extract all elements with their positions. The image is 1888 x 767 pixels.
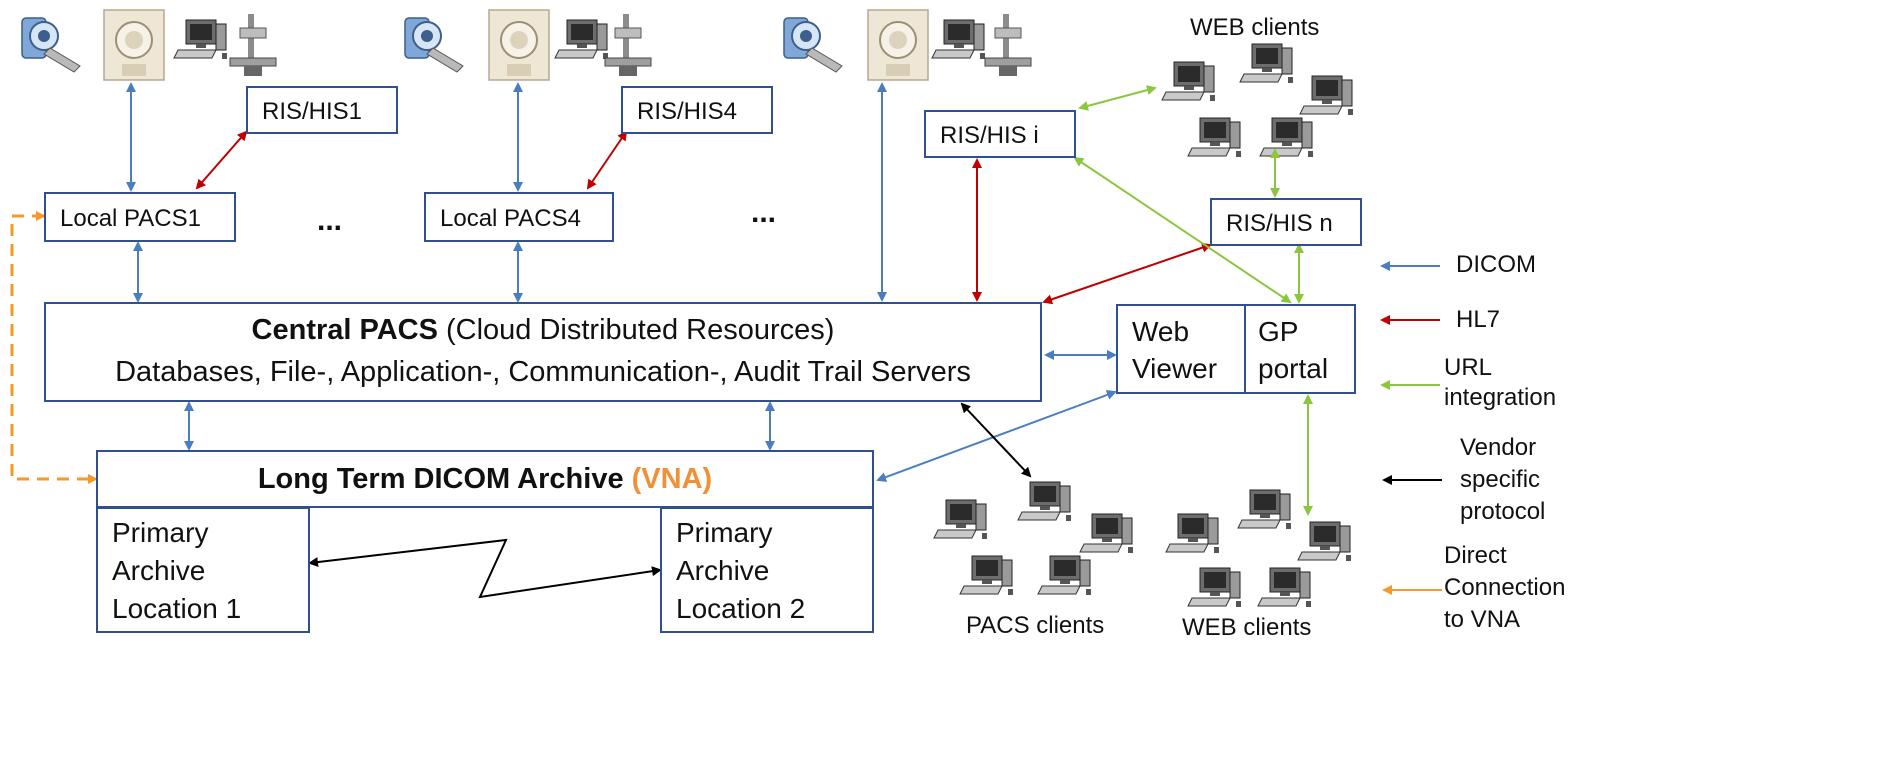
- local-pacs1-box: Local PACS1: [44, 192, 236, 242]
- direct-vna-connector: [10, 211, 98, 484]
- legend-vendor-line1: Vendor: [1460, 434, 1537, 461]
- pacs-clients-label: PACS clients: [966, 612, 1105, 639]
- legend-vendor-line3: protocol: [1460, 498, 1546, 525]
- ellipsis-left: ...: [317, 204, 343, 237]
- local-pacs4-box: Local PACS4: [424, 192, 614, 242]
- modality-cluster-4-icon: [404, 9, 652, 81]
- central-pacs-title: Central PACS (Cloud Distributed Resource…: [46, 314, 1040, 347]
- primary1-line1: Primary: [112, 517, 209, 548]
- central-pacs-title-bold: Central PACS: [251, 314, 438, 346]
- gp-portal-line2: portal: [1258, 353, 1329, 384]
- web-clients-top-label: WEB clients: [1190, 14, 1320, 41]
- long-term-archive-box: Long Term DICOM Archive (VNA): [96, 450, 874, 508]
- modality-cluster-n-icon: [783, 9, 1032, 81]
- viewer-portal-divider: [1244, 306, 1246, 392]
- legend-vendor-line2: specific: [1460, 466, 1541, 493]
- archive-vna-text: (VNA): [631, 463, 713, 495]
- url-connectors: [1073, 85, 1313, 516]
- vendor-connectors: [308, 402, 1032, 599]
- legend-dicom-label: DICOM: [1456, 251, 1536, 278]
- legend-arrows: [1380, 261, 1442, 595]
- legend-direct-line3: to VNA: [1444, 606, 1521, 633]
- primary-archive-1-box: Primary Archive Location 1: [96, 507, 310, 633]
- modality-cluster-1-icon: [21, 9, 277, 81]
- legend-direct-line1: Direct: [1444, 542, 1507, 569]
- web-clients-top-icon: [1161, 43, 1354, 158]
- primary1-line2: Archive: [112, 555, 206, 586]
- legend-direct-line2: Connection: [1444, 574, 1566, 601]
- central-pacs-box: Central PACS (Cloud Distributed Resource…: [44, 302, 1042, 402]
- archive-title-text: Long Term DICOM Archive: [257, 463, 624, 495]
- legend-hl7-label: HL7: [1456, 306, 1501, 333]
- ris-his-n-label: RIS/HIS n: [1226, 210, 1333, 237]
- primary2-line3: Location 2: [676, 593, 806, 624]
- gp-portal-line1: GP: [1258, 316, 1299, 347]
- ris-his-i-label: RIS/HIS i: [940, 122, 1039, 149]
- legend-url-line1: URL: [1444, 354, 1493, 381]
- archive-title: Long Term DICOM Archive (VNA): [98, 463, 872, 496]
- legend-url-line2: integration: [1444, 384, 1557, 411]
- web-clients-bottom-label: WEB clients: [1182, 614, 1312, 641]
- pacs-clients-icon: [933, 481, 1134, 596]
- web-viewer-line2: Viewer: [1132, 353, 1218, 384]
- primary2-line2: Archive: [676, 555, 770, 586]
- ris-his1-label: RIS/HIS1: [262, 98, 363, 125]
- primary-archive-2-box: Primary Archive Location 2: [660, 507, 874, 633]
- ris-his-n-box: RIS/HIS n: [1210, 198, 1362, 246]
- local-pacs1-label: Local PACS1: [60, 205, 201, 232]
- viewer-portal-box: Web Viewer GP portal: [1116, 304, 1356, 394]
- central-pacs-title-rest: (Cloud Distributed Resources): [446, 314, 835, 346]
- web-clients-bottom-icon: [1165, 489, 1352, 608]
- web-viewer-line1: Web: [1132, 316, 1190, 347]
- primary2-line1: Primary: [676, 517, 773, 548]
- ris-his1-box: RIS/HIS1: [246, 86, 398, 134]
- ellipsis-right: ...: [751, 196, 777, 229]
- ris-his-i-box: RIS/HIS i: [924, 110, 1076, 158]
- local-pacs4-label: Local PACS4: [440, 205, 581, 232]
- primary1-line3: Location 1: [112, 593, 242, 624]
- ris-his4-box: RIS/HIS4: [621, 86, 773, 134]
- central-pacs-servers: Databases, File-, Application-, Communic…: [115, 356, 971, 388]
- ris-his4-label: RIS/HIS4: [637, 98, 738, 125]
